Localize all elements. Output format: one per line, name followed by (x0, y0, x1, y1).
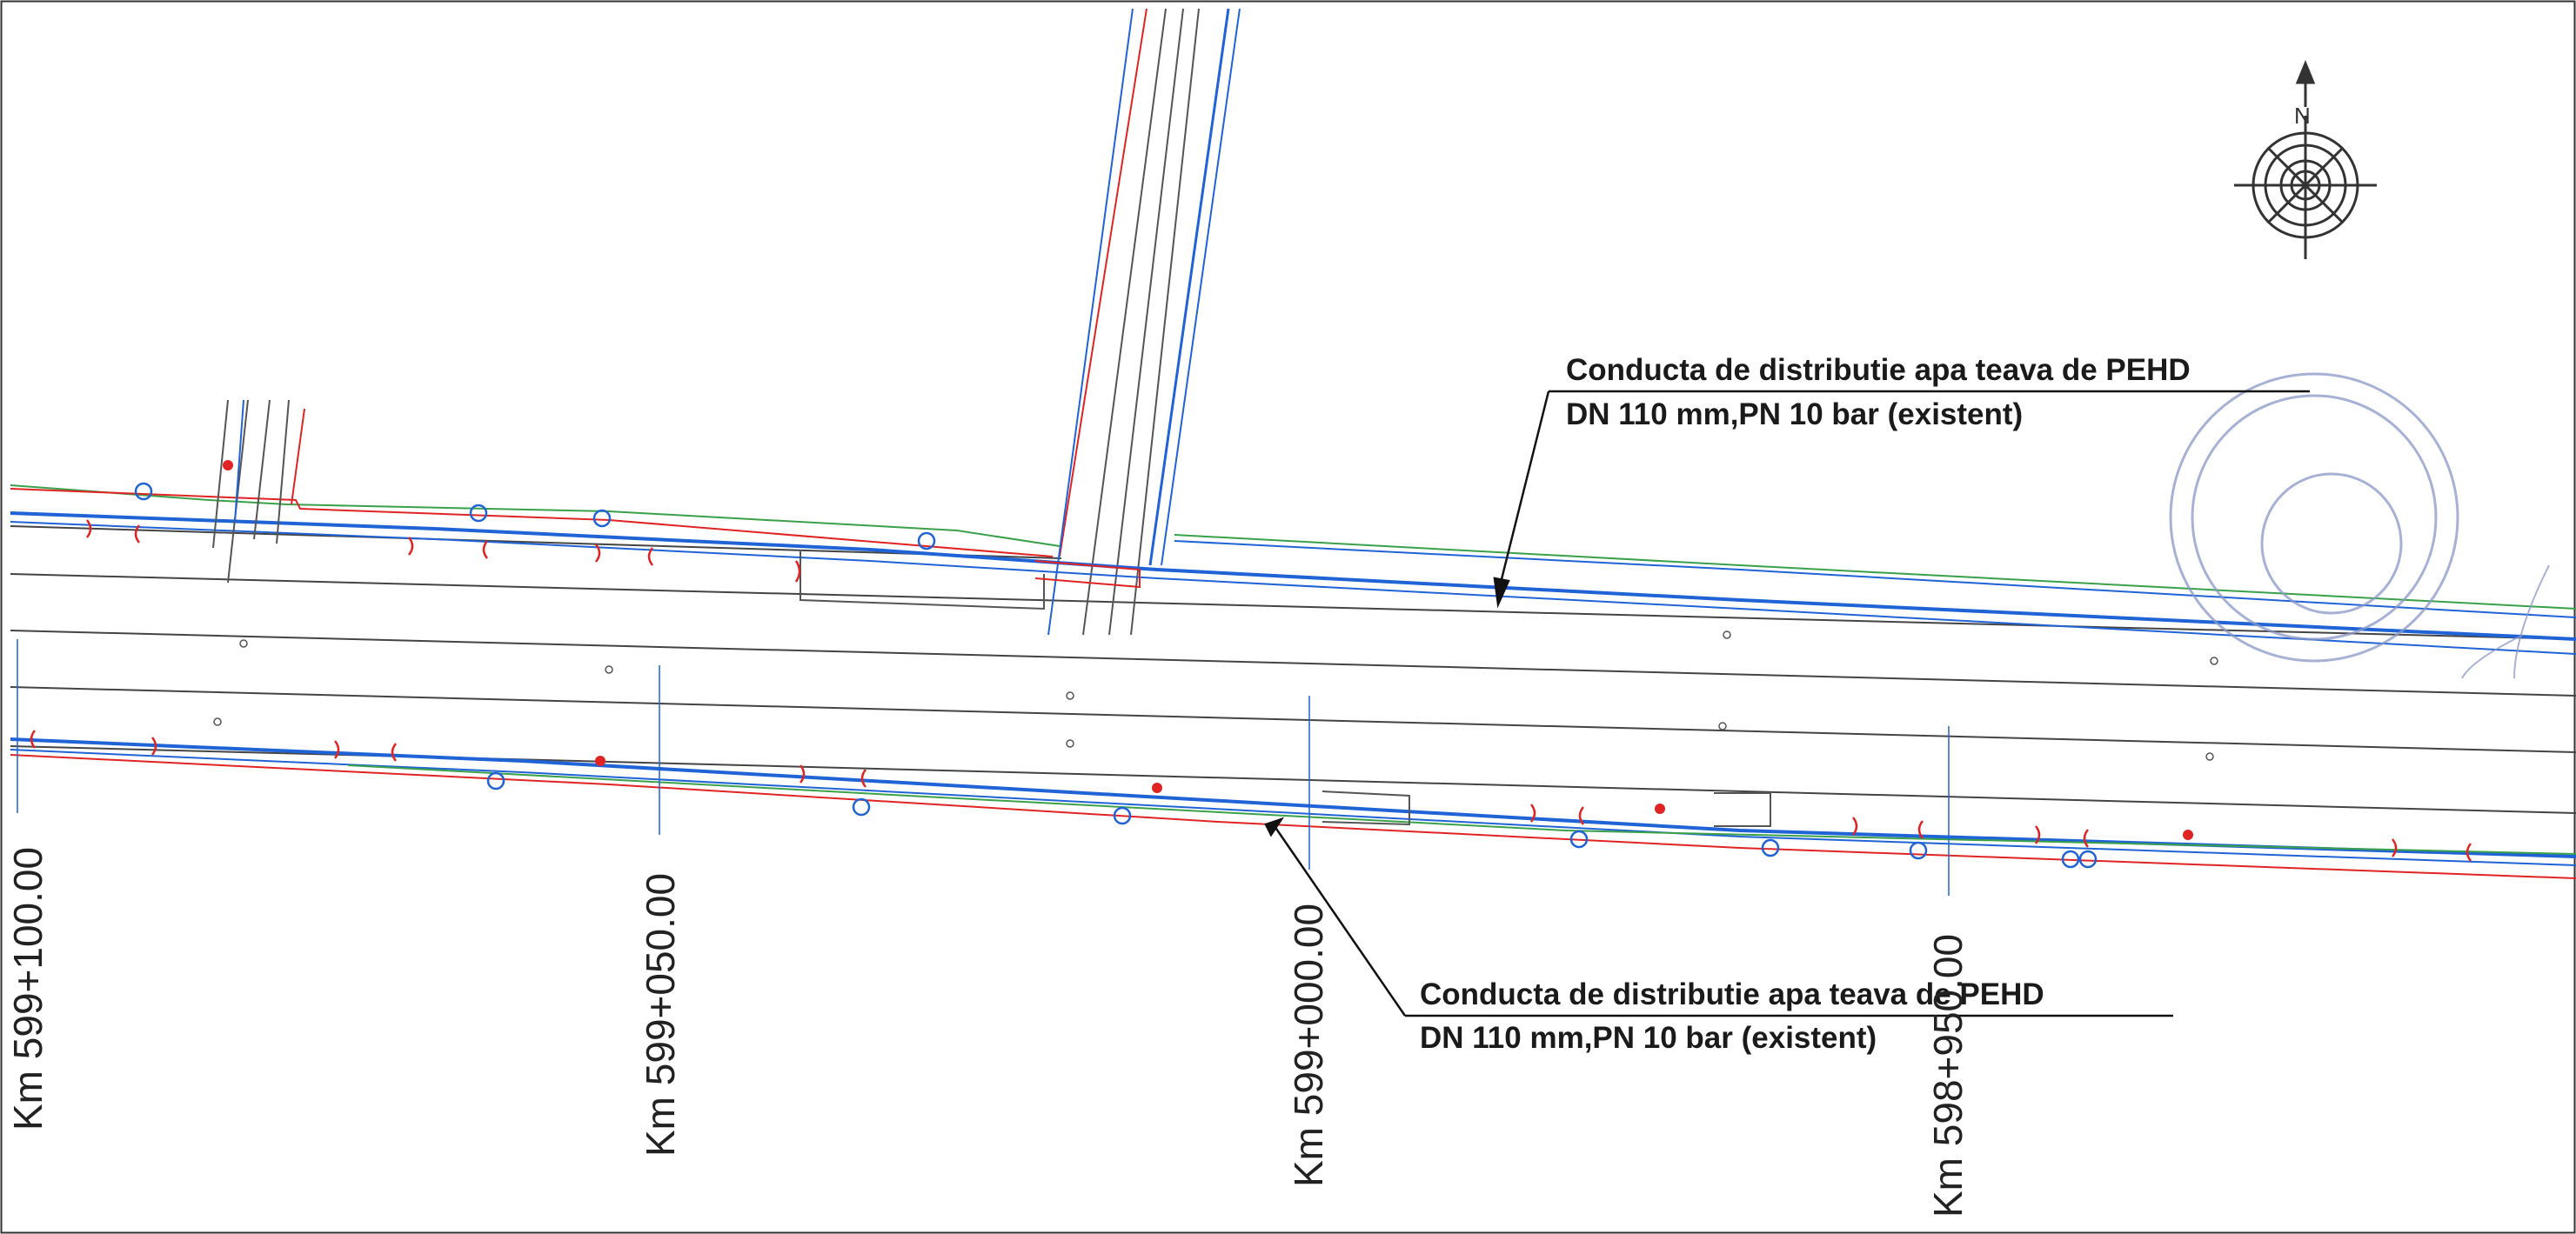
side-street (1047, 8, 1241, 636)
callout-bottom-leader (1264, 817, 2173, 1017)
survey-points (213, 630, 2218, 761)
hydrant-icon (134, 482, 2098, 869)
road-edges (10, 525, 2576, 814)
callout-top-line2: DN 110 mm,PN 10 bar (existent) (1566, 397, 2023, 431)
left-stubs (212, 399, 305, 584)
north-letter: N (2294, 103, 2311, 129)
chainage-label: Km 599+000.00 (1286, 904, 1331, 1187)
callout-bottom-line2: DN 110 mm,PN 10 bar (existent) (1420, 1021, 1877, 1055)
top-network (10, 484, 2576, 655)
callout-top-leader (1493, 390, 2310, 609)
callout-bottom-line1: Conducta de distributie apa teava de PEH… (1420, 977, 2044, 1011)
pipe-bend-markers (30, 519, 2472, 862)
chainage-station-lines (17, 639, 1950, 896)
chainage-label: Km 599+050.00 (638, 873, 683, 1157)
callout-top-line1: Conducta de distributie apa teava de PEH… (1566, 353, 2191, 387)
chainage-label: Km 599+100.00 (5, 847, 50, 1131)
chainage-label: Km 598+950.00 (1925, 934, 1970, 1217)
north-arrow-compass-icon (2234, 60, 2377, 259)
bottom-network (10, 737, 2576, 879)
official-stamp-icon (2169, 372, 2550, 679)
valve-icon (223, 460, 2193, 840)
